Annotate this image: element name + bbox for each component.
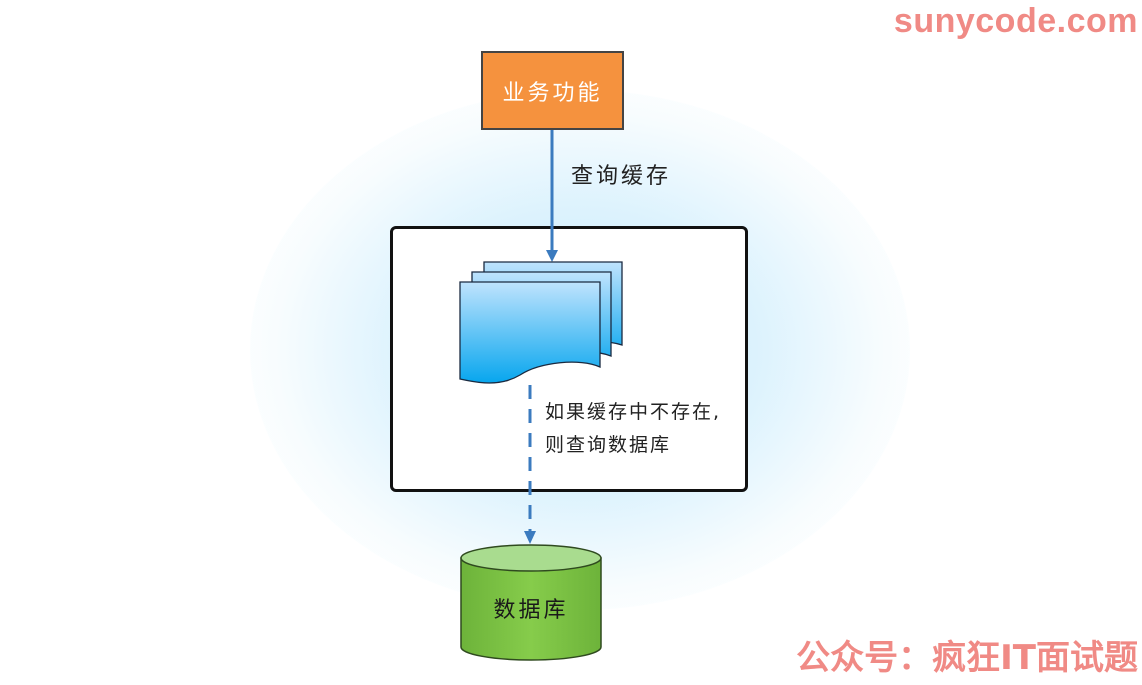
database-label: 数据库 <box>493 598 569 623</box>
watermark-top: sunycode.com <box>893 2 1138 40</box>
cache-document-icon <box>459 261 623 384</box>
query-cache-label: 查询缓存 <box>571 164 672 189</box>
query-cache-arrow <box>546 130 558 262</box>
database-icon <box>460 544 602 661</box>
watermark-bottom: 公众号：疯狂IT面试题 <box>796 638 1138 678</box>
cache-miss-note-line1: 如果缓存中不存在, <box>545 401 722 423</box>
cache-miss-note-line2: 则查询数据库 <box>545 434 672 456</box>
fallback-db-arrow <box>524 385 536 544</box>
business-function-node: 业务功能 <box>481 51 624 130</box>
cache-miss-note: 如果缓存中不存在, 则查询数据库 <box>545 396 721 462</box>
